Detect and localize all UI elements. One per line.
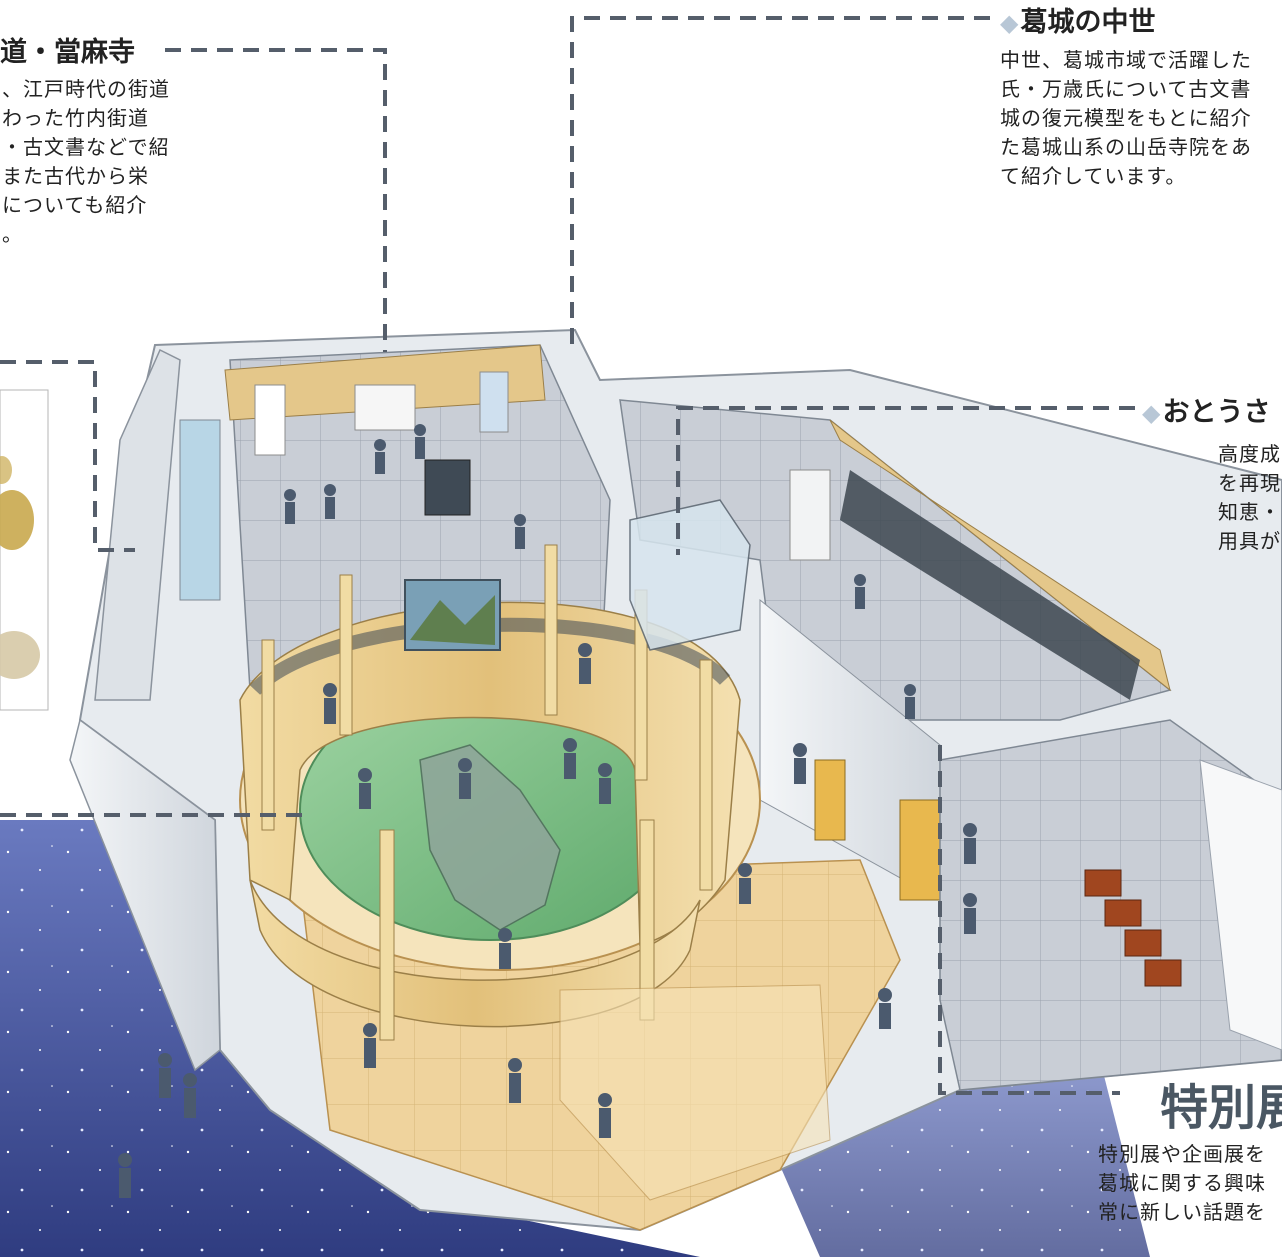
label-otou-body: 高度成 を再現 知恵・ 用具が	[1218, 440, 1281, 556]
label-chusei-line: 中世、葛城市域で活躍した	[1000, 48, 1252, 72]
central-rotunda	[239, 544, 901, 1231]
label-chusei-line: 氏・万歳氏について古文書	[1000, 77, 1252, 101]
label-kaido-line: ・古文書などで紹	[2, 135, 170, 159]
leader-line-kaido	[165, 48, 387, 352]
label-otou-title: おとうさ	[1162, 397, 1271, 428]
label-katsuragi-chusei: ◆葛城の中世	[1000, 0, 1155, 39]
leader-line-tokubetsu	[938, 745, 1120, 1095]
label-tokubetsu-line: 特別展や企画展を	[1098, 1142, 1266, 1166]
label-tokubetsu-body: 特別展や企画展を 葛城に関する興味 常に新しい話題を	[1098, 1140, 1266, 1227]
artifact-photo	[0, 389, 49, 711]
label-otousan: ◆おとうさ	[1142, 390, 1270, 429]
label-kaido-line: 。	[2, 222, 23, 246]
label-otou-line: 用具が	[1218, 529, 1281, 553]
bench-row	[1084, 869, 1182, 987]
label-tokubetsu-title: 特別展	[1160, 1080, 1282, 1136]
lower-right-room	[939, 719, 1282, 1091]
label-kaido-body: 、江戸時代の街道 わった竹内街道 ・古文書などで紹 また古代から栄 についても紹…	[2, 75, 170, 249]
right-gallery-room	[619, 399, 1172, 901]
leader-line-artifacts	[0, 360, 135, 552]
leader-lines	[0, 16, 1135, 1095]
diamond-marker-icon: ◆	[1000, 9, 1019, 37]
label-kaido-line: わった竹内街道	[2, 106, 149, 130]
visitor-figures	[118, 424, 977, 1198]
label-otou-line: を再現	[1218, 471, 1281, 495]
label-chusei-title: 葛城の中世	[1020, 7, 1156, 38]
diamond-marker-icon: ◆	[1142, 399, 1161, 427]
label-chusei-body: 中世、葛城市域で活躍した 氏・万歳氏について古文書 城の復元模型をもとに紹介 た…	[1000, 46, 1252, 191]
label-chusei-line: た葛城山系の山岳寺院をあ	[1000, 135, 1252, 159]
leader-line-chusei	[570, 16, 990, 345]
label-kaido-line: また古代から栄	[2, 164, 149, 188]
label-chusei-line: 城の復元模型をもとに紹介	[1000, 106, 1252, 130]
label-kaido-line: についても紹介	[2, 193, 148, 217]
label-kaido-line: 、江戸時代の街道	[2, 77, 170, 101]
display-case	[629, 499, 751, 651]
label-otou-line: 知恵・	[1218, 500, 1281, 524]
leader-line-otou	[676, 406, 1135, 555]
label-kaido-title: 道・當麻寺	[0, 37, 135, 68]
label-chusei-line: て紹介しています。	[1000, 164, 1187, 188]
label-tokubetsu-line: 葛城に関する興味	[1098, 1171, 1266, 1195]
rotunda-pillars	[261, 544, 713, 1041]
label-kaido-taimadera: 道・當麻寺	[0, 30, 135, 69]
label-otou-line: 高度成	[1218, 442, 1281, 466]
label-tokubetsu-line: 常に新しい話題を	[1098, 1200, 1266, 1224]
